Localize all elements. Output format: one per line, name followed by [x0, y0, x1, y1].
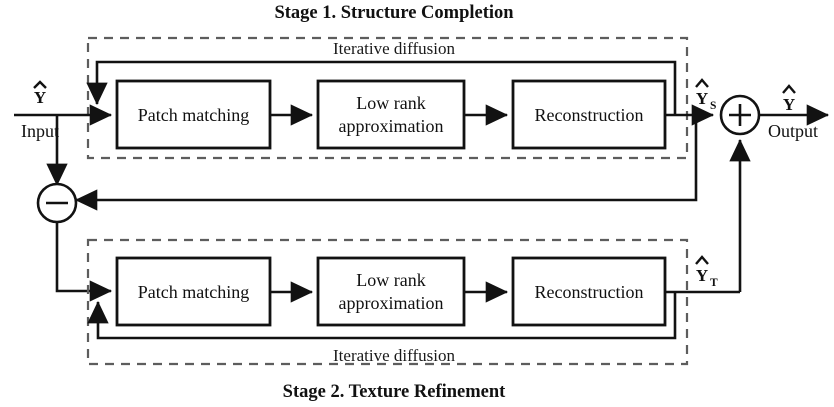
stage2-low-rank-label-line1: Low rank — [356, 270, 425, 290]
stage1-low-rank-label-line2: approximation — [339, 116, 444, 136]
stage2-signal-hat-icon — [695, 255, 709, 265]
output-text-label: Output — [768, 121, 818, 141]
input-symbol-hat — [33, 80, 47, 89]
stage1-title: Stage 1. Structure Completion — [274, 3, 514, 23]
stage2-feedback-path — [87, 292, 677, 340]
stage1-signal-hat-icon — [695, 78, 709, 88]
stage1-signal-subscript: S — [710, 100, 716, 112]
stage2-block-low-rank-approximation — [316, 256, 466, 327]
stage2-loop-label: Iterative diffusion — [333, 346, 455, 365]
stage2-title: Stage 2. Texture Refinement — [283, 382, 506, 402]
output-symbol-label: Y — [783, 95, 795, 114]
stage1-block-low-rank-approximation — [316, 79, 466, 150]
stage1-loop-label: Iterative diffusion — [333, 39, 455, 58]
stage1-block-reconstruction — [511, 79, 667, 150]
stage1-low-rank-label-line1: Low rank — [356, 93, 425, 113]
stage2-low-rank-label-line2: approximation — [339, 293, 444, 313]
stage2-reconstruction-label: Reconstruction — [535, 282, 644, 302]
stage1-feedback-path — [86, 60, 677, 114]
stage2-signal-label: Y — [696, 266, 708, 285]
stage1-signal-label: Y — [696, 89, 708, 108]
stage1-reconstruction-label: Reconstruction — [535, 105, 644, 125]
residual-to-stage2-path — [55, 222, 113, 302]
stage1-patch-matching-label: Patch matching — [138, 105, 249, 125]
input-text-label: Input — [21, 121, 59, 141]
input-symbol-label: Y — [34, 88, 46, 107]
stage2-patch-matching-label: Patch matching — [138, 282, 249, 302]
output-symbol-hat-icon — [782, 84, 796, 94]
stage1-residual-feedback — [74, 115, 698, 211]
stage2-signal-subscript: T — [710, 277, 718, 289]
